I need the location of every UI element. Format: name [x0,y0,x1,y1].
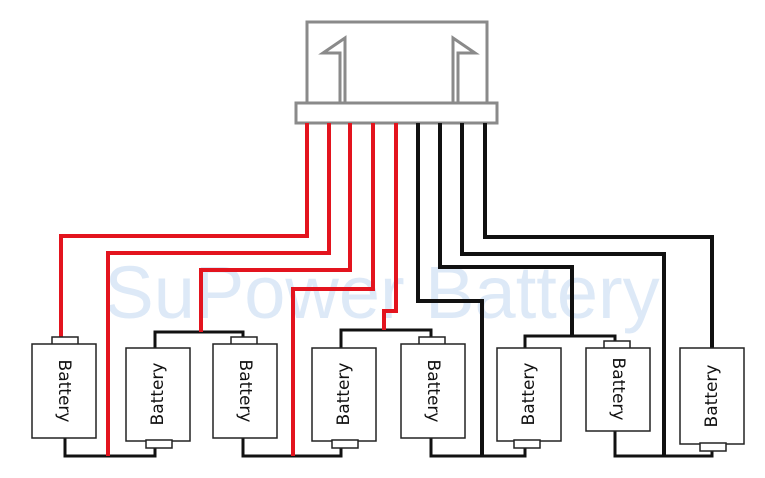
battery-4: Battery [311,347,377,449]
connector-left-latch [318,35,347,103]
black-wire-2 [438,123,574,336]
battery-terminal [513,439,541,449]
battery-label: Battery [235,360,255,423]
battery-body [125,347,191,442]
battery-body [585,347,651,432]
battery-3: Battery [212,336,278,439]
red-wire-1 [59,123,309,337]
battery-body [400,343,466,439]
battery-label: Battery [519,363,539,426]
battery-body [212,343,278,439]
battery-body [679,347,745,445]
red-wire-3 [199,123,352,332]
battery-1: Battery [31,336,97,439]
battery-body [31,343,97,439]
battery-terminal [145,439,173,449]
battery-label: Battery [148,363,168,426]
battery-terminal [699,442,727,452]
red-wire-4 [291,123,375,456]
battery-7: Battery [585,340,651,432]
battery-label: Battery [702,365,722,428]
battery-label: Battery [608,358,628,421]
connector-flange [294,101,499,125]
black-wire-1 [416,123,484,456]
link-b6-b7 [523,334,617,348]
negative-wires [416,123,714,456]
battery-body [311,347,377,442]
battery-6: Battery [496,347,562,449]
battery-label: Battery [334,363,354,426]
connector-right-latch [451,35,480,103]
positive-wires [59,123,398,456]
red-wire-5 [382,123,398,330]
battery-label: Battery [423,360,443,423]
battery-label: Battery [54,360,74,423]
battery-5: Battery [400,336,466,439]
battery-terminal [331,439,359,449]
black-wire-3 [460,123,666,456]
battery-body [496,347,562,442]
connector-body [305,20,489,106]
balance-connector [294,20,499,125]
black-wire-4 [483,123,714,348]
red-wire-2 [106,123,331,456]
battery-8: Battery [679,347,745,452]
battery-2: Battery [125,347,191,449]
